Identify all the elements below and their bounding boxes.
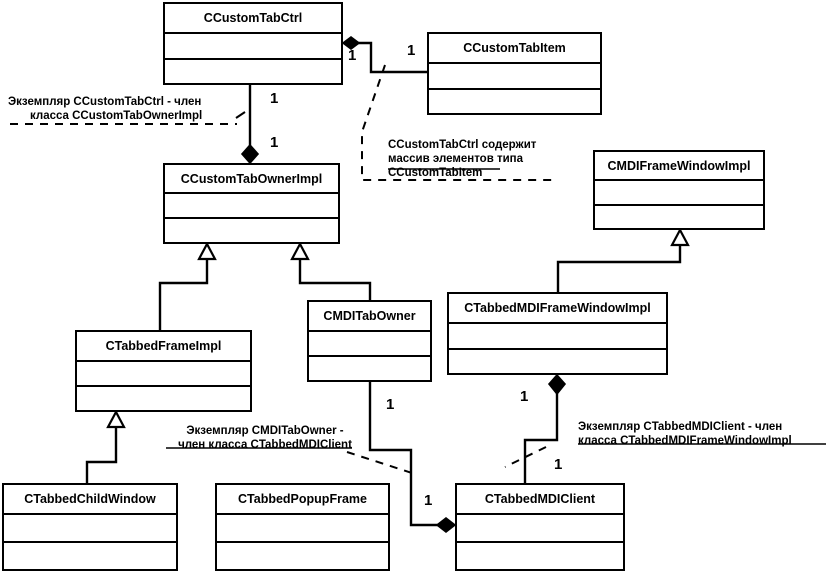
class-attributes-compartment	[595, 181, 763, 206]
class-operations-compartment	[77, 387, 250, 410]
class-title: CTabbedMDIFrameWindowImpl	[449, 294, 666, 324]
note-line: класса CCustomTabOwnerImpl	[30, 110, 203, 122]
note-leader-dashed-2	[361, 64, 556, 181]
class-box-cmdiframewindowimpl[interactable]: CMDIFrameWindowImpl	[593, 150, 765, 230]
class-title: CCustomTabCtrl	[165, 4, 341, 34]
class-attributes-compartment	[309, 332, 430, 357]
class-attributes-compartment	[165, 34, 341, 60]
class-box-ctabbedframeimpl[interactable]: CTabbedFrameImpl	[75, 330, 252, 412]
class-title: CTabbedFrameImpl	[77, 332, 250, 362]
class-operations-compartment	[457, 543, 623, 569]
class-operations-compartment	[429, 90, 600, 114]
class-title: CTabbedPopupFrame	[217, 485, 388, 515]
note-line: член класса CTabbedMDIClient	[178, 439, 352, 451]
class-operations-compartment	[165, 219, 338, 242]
relation-ctabbedchildwindow-ctabbedframeimpl	[85, 409, 126, 483]
class-attributes-compartment	[449, 324, 666, 350]
note-leader-dashed-4	[504, 446, 547, 468]
note-cmditabowner-member: Экземпляр CMDITabOwner - член класса CTa…	[155, 424, 375, 452]
note-leader-dashed-3	[346, 451, 413, 474]
class-operations-compartment	[449, 350, 666, 374]
multiplicity-label: 1	[348, 47, 357, 64]
relation-ctabbedmdiframewindowimpl-ctabbedmdiclient	[523, 373, 567, 483]
class-attributes-compartment	[165, 194, 338, 219]
note-line: массив элементов типа	[388, 153, 524, 165]
class-attributes-compartment	[77, 362, 250, 387]
class-title: CCustomTabItem	[429, 34, 600, 64]
class-attributes-compartment	[4, 515, 176, 543]
multiplicity-label: 1	[554, 456, 563, 473]
class-box-ctabbedchildwindow[interactable]: CTabbedChildWindow	[2, 483, 178, 571]
class-box-ccustomtabitem[interactable]: CCustomTabItem	[427, 32, 602, 115]
class-title: CMDIFrameWindowImpl	[595, 152, 763, 181]
note-leader-lines	[10, 64, 556, 474]
class-operations-compartment	[595, 206, 763, 229]
class-title: CCustomTabOwnerImpl	[165, 165, 338, 194]
multiplicity-label: 1	[270, 90, 279, 107]
relation-ccustomtabctrl-ccustomtabitem	[341, 36, 427, 74]
class-box-ctabbedmdiclient[interactable]: CTabbedMDIClient	[455, 483, 625, 571]
note-line: Экземпляр CTabbedMDIClient - член	[578, 421, 783, 433]
class-attributes-compartment	[217, 515, 388, 543]
class-box-cmditabowner[interactable]: CMDITabOwner	[307, 300, 432, 382]
multiplicity-label: 1	[520, 388, 529, 405]
relation-ccustomtabctrl-ccustomtabownerimpl	[240, 85, 260, 165]
note-line: Экземпляр CMDITabOwner -	[186, 425, 344, 437]
note-tick-mark-1	[235, 111, 246, 119]
class-operations-compartment	[309, 357, 430, 380]
note-array-of-tabitems: CCustomTabCtrl содержит массив элементов…	[388, 138, 578, 180]
multiplicity-label: 1	[386, 396, 395, 413]
multiplicity-label: 1	[270, 134, 279, 151]
relation-ctabbedmdiframewindowimpl-cmdiframewindowimpl	[556, 227, 690, 292]
class-box-ctabbedmdiframewindowimpl[interactable]: CTabbedMDIFrameWindowImpl	[447, 292, 668, 375]
class-title: CTabbedMDIClient	[457, 485, 623, 515]
class-box-ctabbedpopupframe[interactable]: CTabbedPopupFrame	[215, 483, 390, 571]
class-title: CTabbedChildWindow	[4, 485, 176, 515]
class-operations-compartment	[4, 543, 176, 569]
class-box-ccustomtabownerimpl[interactable]: CCustomTabOwnerImpl	[163, 163, 340, 244]
relation-cmditabowner-ccustomtabownerimpl	[290, 241, 372, 300]
class-attributes-compartment	[429, 64, 600, 90]
multiplicity-label: 1	[424, 492, 433, 509]
class-operations-compartment	[165, 60, 341, 84]
note-line: CCustomTabCtrl содержит	[388, 139, 537, 151]
note-ctabbedmdiclient-member: Экземпляр CTabbedMDIClient - член класса…	[578, 420, 827, 448]
class-box-ccustomtabctrl[interactable]: CCustomTabCtrl	[163, 2, 343, 85]
class-title: CMDITabOwner	[309, 302, 430, 332]
note-line: CCustomTabItem	[388, 167, 483, 179]
relation-cmditabowner-ctabbedmdiclient	[368, 382, 457, 534]
note-line: класса CTabbedMDIFrameWindowImpl	[578, 435, 792, 447]
class-operations-compartment	[217, 543, 388, 569]
note-line: Экземпляр CCustomTabCtrl - член	[8, 96, 202, 108]
class-attributes-compartment	[457, 515, 623, 543]
note-ccustomtabctrl-member: Экземпляр CCustomTabCtrl - член класса C…	[8, 95, 258, 123]
relation-ctabbedframeimpl-ccustomtabownerimpl	[158, 241, 217, 330]
multiplicity-label: 1	[407, 42, 416, 59]
note-underline-strokes	[166, 168, 826, 449]
